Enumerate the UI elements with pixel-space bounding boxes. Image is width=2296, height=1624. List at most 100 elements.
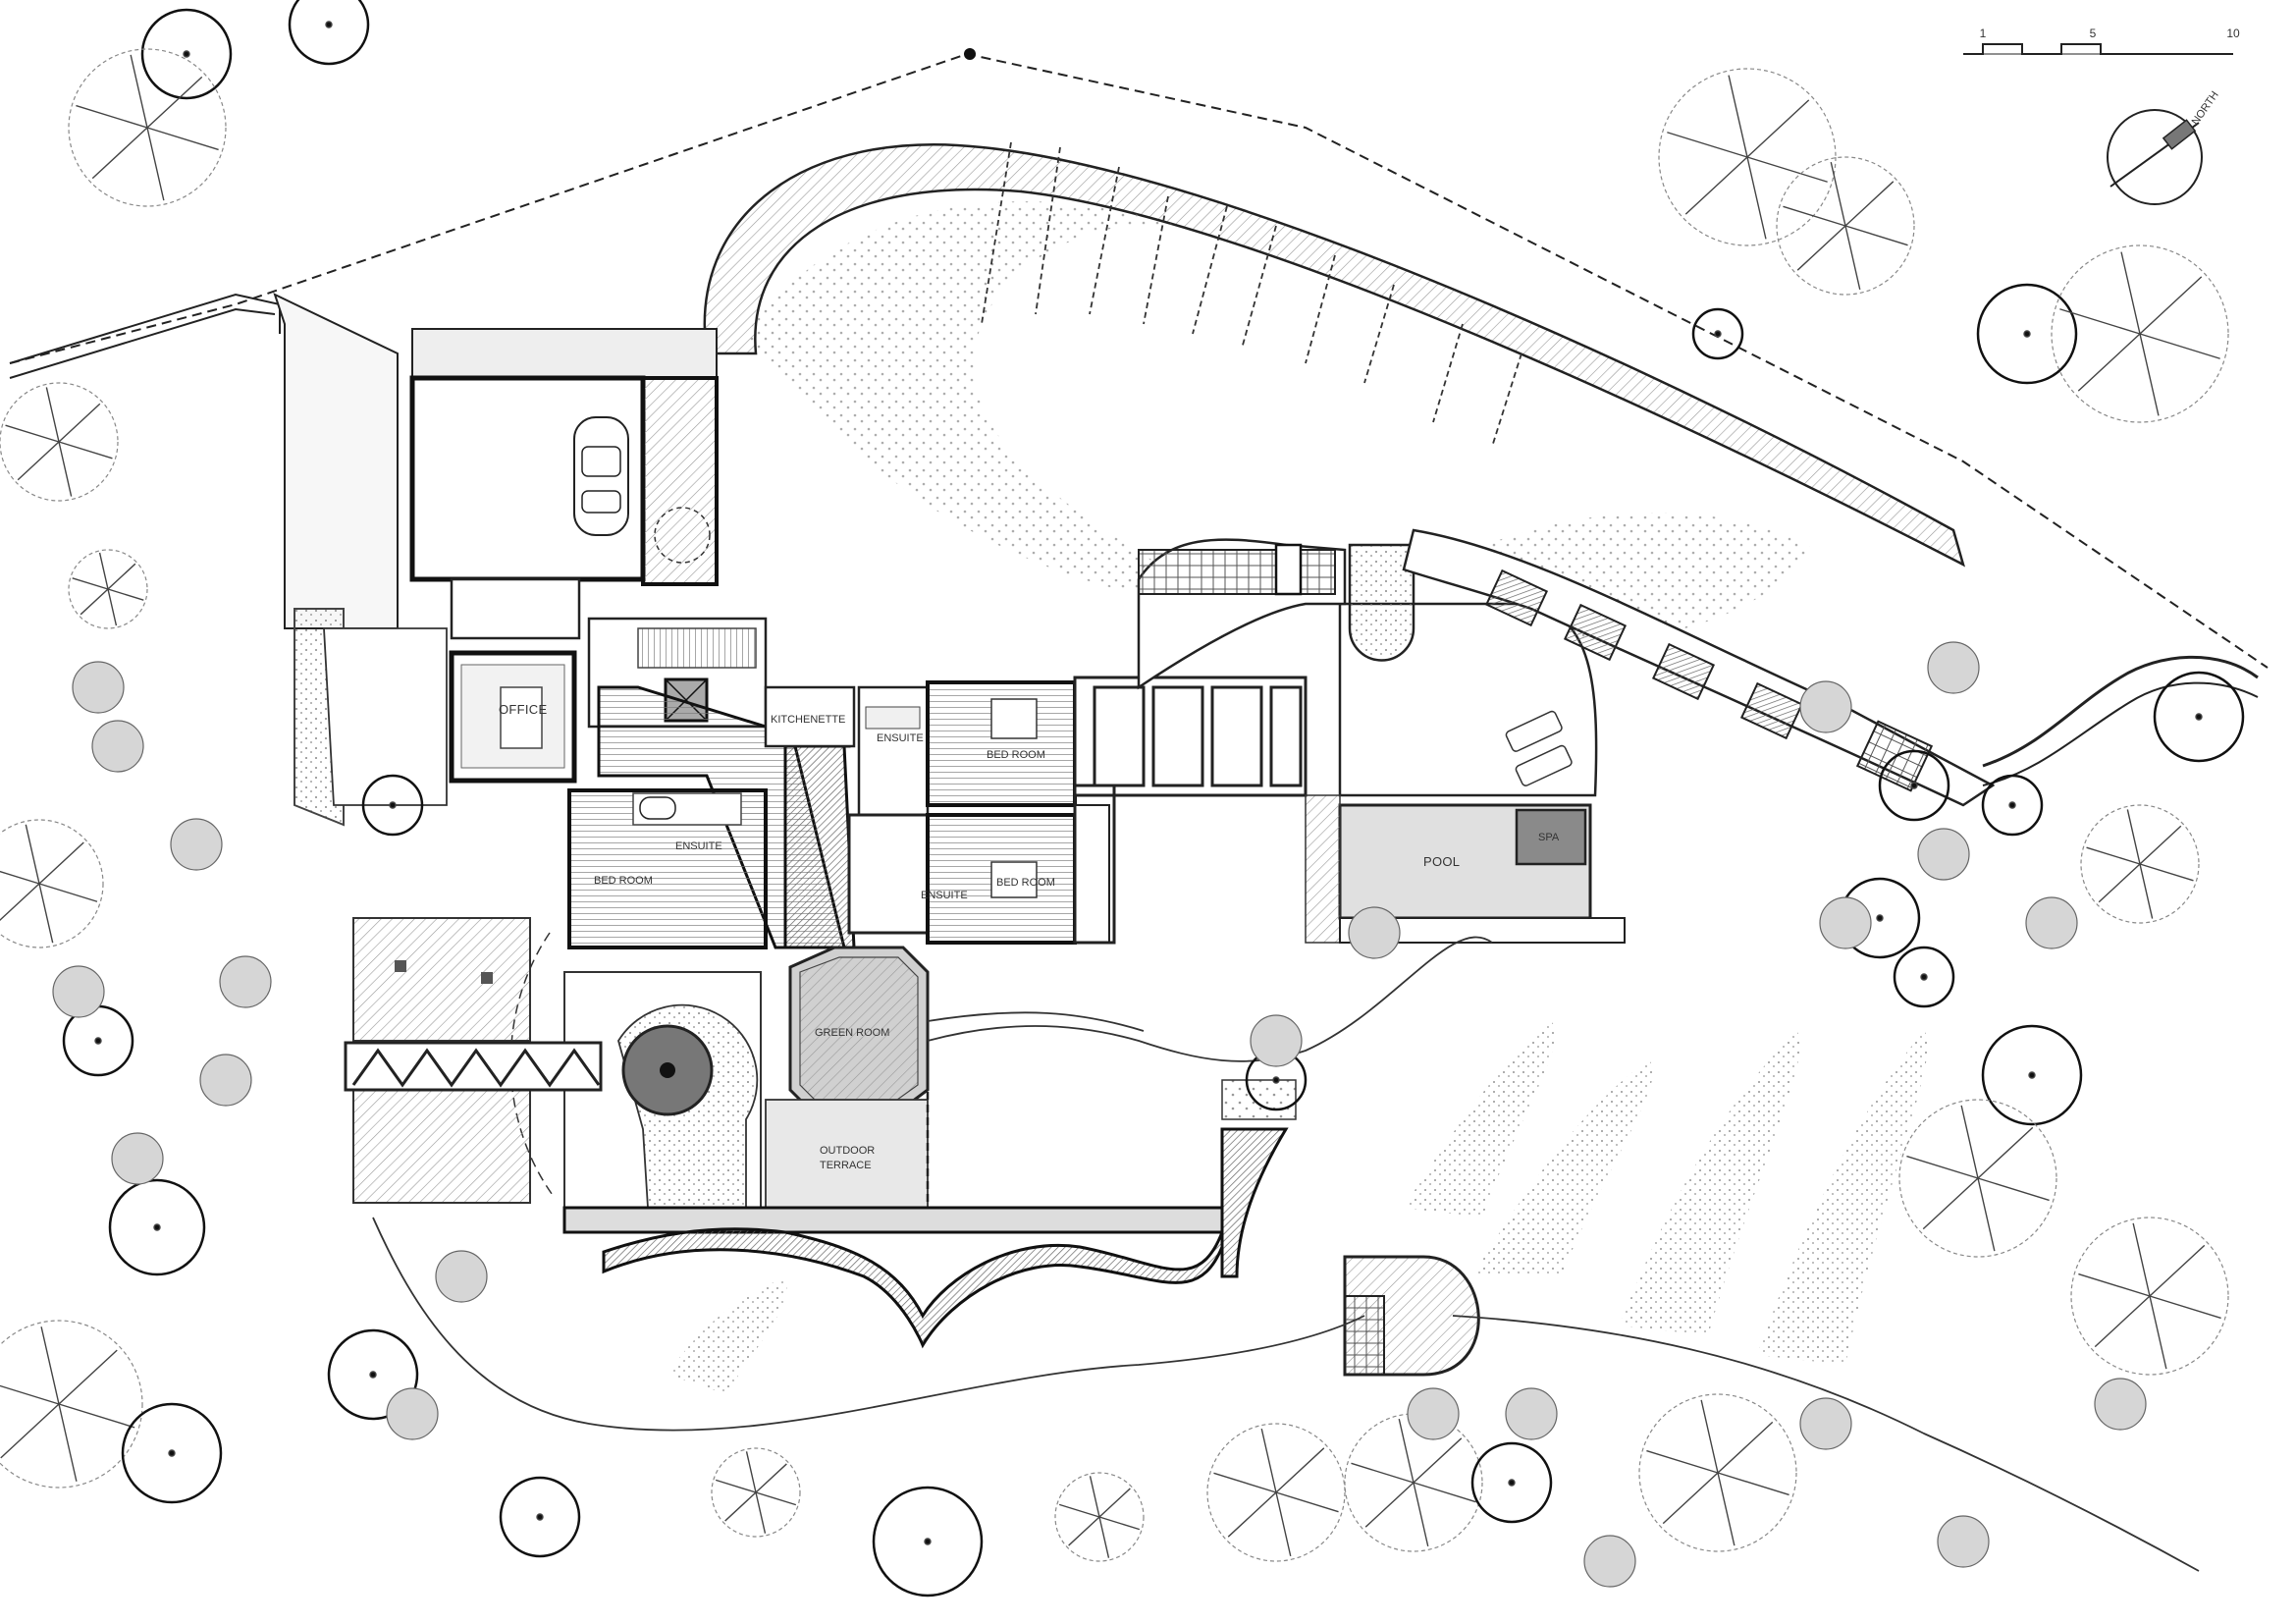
tree-branch: [1728, 75, 1748, 158]
shrub-icon: [1799, 680, 1852, 733]
tree-branch: [2149, 1295, 2167, 1370]
shrub-icon: [1583, 1535, 1636, 1588]
tree-canopy-icon: [1658, 68, 1837, 246]
shrub-icon: [1819, 896, 1872, 949]
tree-branch: [2149, 1295, 2221, 1320]
tree-branch: [1844, 181, 1895, 227]
shrub-icon: [2094, 1378, 2147, 1431]
tree-branch: [1783, 205, 1846, 227]
tree-branch: [1413, 1437, 1463, 1484]
tree-trunk-icon: [924, 1538, 932, 1545]
tree-branch: [1413, 1482, 1476, 1503]
tree-canopy-icon: [872, 1486, 984, 1597]
tree-trunk-icon: [1272, 1076, 1280, 1084]
retaining-walls: [562, 1079, 1480, 1377]
tree-branch: [76, 104, 148, 129]
tree-branch: [2059, 308, 2141, 335]
tree-branch: [1717, 1421, 1774, 1474]
shrub-icon: [1250, 1014, 1303, 1067]
tree-canopy-icon: [68, 48, 227, 207]
tree-trunk-icon: [325, 21, 333, 28]
shrub-icon: [1917, 828, 1970, 881]
tree-canopy-icon: [711, 1447, 801, 1538]
tree-branch: [1068, 1516, 1100, 1546]
tree-branch: [1646, 1449, 1719, 1474]
tree-trunk-icon: [2195, 713, 2203, 721]
entry-road: [9, 293, 399, 629]
tree-branch: [1275, 1491, 1292, 1556]
tree-branch: [1746, 156, 1828, 183]
shrub-icon: [72, 661, 125, 714]
tree-canopy-icon: [108, 1178, 206, 1276]
tree-canopy-icon: [1691, 307, 1744, 360]
tree-branch: [58, 403, 101, 443]
room-labels: OFFICE KITCHENETTE ENSUITE BED ROOM ENSU…: [499, 702, 1560, 1171]
lawn-edges: [372, 936, 2200, 1572]
tree-branch: [107, 563, 136, 590]
tree-canopy-icon: [2070, 1217, 2229, 1376]
tree-branch: [1227, 1491, 1277, 1538]
tree-branch: [2086, 846, 2141, 865]
tree-trunk-icon: [536, 1513, 544, 1521]
tree-branch: [1098, 1516, 1141, 1531]
tree-canopy-icon: [2051, 244, 2229, 423]
tree-branch: [2094, 1295, 2151, 1348]
tree-trunk-icon: [1920, 973, 1928, 981]
tree-branch: [1844, 225, 1908, 246]
tree-branch: [755, 1491, 797, 1506]
pergola: [1073, 676, 1308, 945]
tree-canopy-icon: [121, 1402, 223, 1504]
tree-branch: [91, 127, 148, 180]
tree-canopy-icon: [1878, 749, 1950, 822]
tree-branch: [2078, 1272, 2151, 1297]
tree-branch: [1684, 156, 1748, 215]
label-bedroom-left: BED ROOM: [594, 875, 653, 887]
scale-label-1: 1: [1980, 27, 1987, 40]
tree-trunk-icon: [389, 801, 397, 809]
tree-branch: [80, 588, 109, 616]
tree-canopy-icon: [0, 819, 104, 948]
tree-branch: [724, 1491, 757, 1522]
tree-branch: [1098, 1516, 1110, 1558]
tree-canopy-icon: [1470, 1441, 1553, 1524]
tree-canopy-icon: [1638, 1393, 1797, 1552]
pool-area: [1137, 538, 1626, 944]
sun-lounger-icon: [1505, 710, 1573, 786]
tree-branch: [1089, 1476, 1100, 1518]
tree-canopy-icon: [361, 774, 424, 837]
shrub-icon: [1927, 641, 1980, 694]
tree-branch: [45, 387, 60, 443]
tree-branch: [38, 841, 84, 885]
tree-branch: [1922, 1177, 1979, 1230]
tree-trunk-icon: [153, 1223, 161, 1231]
tree-branch: [1977, 1177, 1996, 1252]
tree-canopy-icon: [1981, 1024, 2083, 1126]
label-bedroom-right: BED ROOM: [987, 749, 1045, 761]
label-ensuite-mid: ENSUITE: [921, 890, 968, 901]
tree-branch: [1398, 1419, 1415, 1484]
tree-branch: [2139, 863, 2194, 882]
tree-branch: [25, 824, 40, 885]
planting-rows: [667, 1021, 1928, 1394]
shrub-icon: [1505, 1387, 1558, 1440]
tree-canopy-icon: [288, 0, 370, 66]
tree-branch: [2139, 863, 2154, 919]
tree-branch: [1098, 1488, 1131, 1518]
tree-branch: [1275, 1447, 1325, 1493]
tree-branch: [5, 424, 60, 443]
tree-canopy-icon: [1206, 1423, 1346, 1562]
tree-branch: [17, 441, 60, 481]
tree-branch: [1977, 1126, 2034, 1179]
label-pool: POOL: [1423, 854, 1460, 869]
tree-trunk-icon: [94, 1037, 102, 1045]
tree-trunk-icon: [1508, 1479, 1516, 1487]
tree-branch: [58, 441, 113, 460]
tree-canopy-icon: [1898, 1099, 2057, 1258]
scale-label-10: 10: [2226, 27, 2240, 40]
stepped-path: [1402, 528, 2259, 807]
tree-canopy-icon: [327, 1328, 419, 1421]
tree-branch: [58, 1403, 135, 1429]
tree-branch: [1351, 1462, 1415, 1484]
shrub-icon: [2025, 896, 2078, 949]
tree-canopy-icon: [1981, 774, 2044, 837]
